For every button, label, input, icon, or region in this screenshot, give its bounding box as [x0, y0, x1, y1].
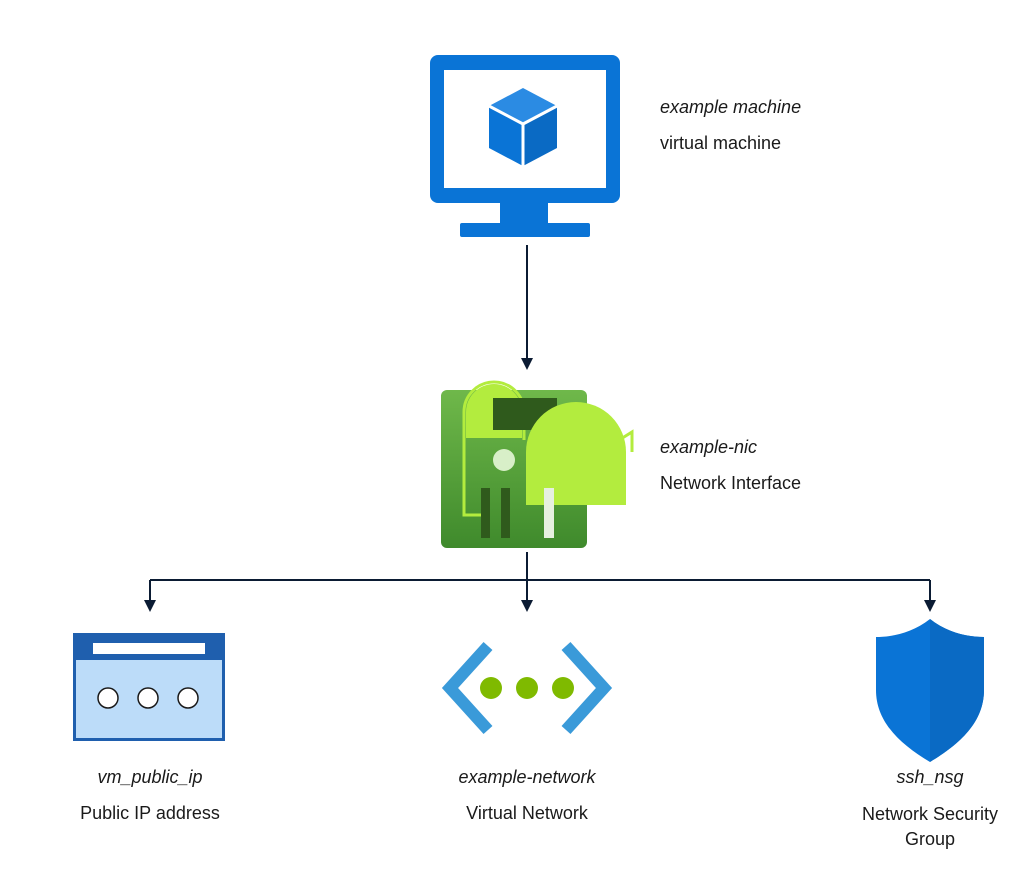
arrowhead-nsg: [924, 600, 936, 612]
shield-icon: [876, 619, 984, 762]
nsg-type-line2: Group: [904, 829, 956, 849]
nic-label: example-nic Network Interface: [660, 436, 801, 494]
pip-label: vm_public_ip Public IP address: [50, 766, 250, 824]
connectors: [149, 245, 931, 600]
nsg-label: ssh_nsg Network Security Group: [830, 766, 1022, 852]
nsg-name: ssh_nsg: [896, 767, 964, 787]
vm-name: example machine: [660, 97, 802, 117]
vnet-label: example-network Virtual Network: [427, 766, 627, 824]
nic-name: example-nic: [660, 437, 758, 457]
vm-type: virtual machine: [660, 133, 782, 153]
arrowhead-nic: [521, 358, 533, 370]
virtual-network-icon: [441, 641, 613, 735]
nsg-type-line1: Network Security: [861, 804, 999, 824]
monitor-cube-icon: [430, 55, 620, 237]
vnet-name: example-network: [458, 767, 596, 787]
public-ip-icon: [73, 633, 225, 741]
network-card-icon: [441, 380, 634, 548]
pip-name: vm_public_ip: [97, 767, 203, 787]
pip-type: Public IP address: [80, 803, 220, 823]
arrowheads: [144, 358, 936, 612]
vnet-type: Virtual Network: [466, 803, 588, 823]
vm-label: example machine virtual machine: [660, 96, 801, 154]
arrowhead-vnet: [521, 600, 533, 612]
nic-type: Network Interface: [660, 473, 802, 493]
arrowhead-pip: [144, 600, 156, 612]
